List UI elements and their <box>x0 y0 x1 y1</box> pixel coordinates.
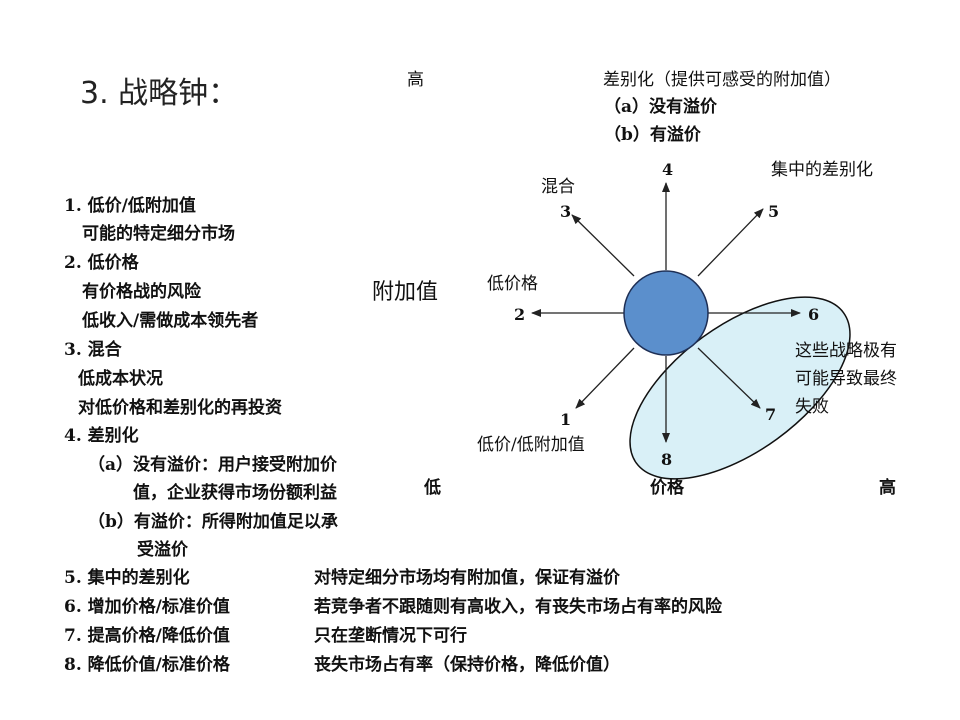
strategy-2-desc-1: 有价格战的风险 <box>82 282 201 302</box>
strategy-2-desc-2: 低收入/需做成本领先者 <box>82 311 259 331</box>
axis-low-label: 低 <box>424 478 441 498</box>
strategy-1-desc: 可能的特定细分市场 <box>82 224 235 244</box>
clock-number-5: 5 <box>768 202 780 221</box>
row-8-left: 8. 降低价值/标准价格 <box>64 655 230 675</box>
differentiation-b: （b）有溢价 <box>604 125 701 145</box>
arrow-5 <box>697 208 764 277</box>
label-low-price-low-value: 低价/低附加值 <box>477 435 585 455</box>
strategy-4-desc-a1: （a）没有溢价：用户接受附加价 <box>88 455 338 475</box>
clock-number-1: 1 <box>560 410 572 429</box>
row-5-left: 5. 集中的差别化 <box>64 568 190 588</box>
strategy-3-desc-2: 对低价格和差别化的再投资 <box>78 398 282 418</box>
strategy-4-desc-b2: 受溢价 <box>137 540 188 560</box>
clock-number-7: 7 <box>765 405 777 424</box>
clock-number-2: 2 <box>514 305 526 324</box>
axis-high-label: 高 <box>879 478 896 498</box>
value-axis-label: 附加值 <box>372 280 439 305</box>
strategy-3-desc-1: 低成本状况 <box>78 369 163 389</box>
page-title: 3. 战略钟： <box>80 76 239 111</box>
top-high-label: 高 <box>407 70 424 90</box>
strategy-1-title: 1. 低价/低附加值 <box>64 196 196 216</box>
price-axis-label: 价格 <box>650 478 684 498</box>
label-low-price: 低价格 <box>487 274 538 294</box>
row-5-right: 对特定细分市场均有附加值，保证有溢价 <box>314 568 620 588</box>
arrow-1 <box>575 347 635 409</box>
clock-number-8: 8 <box>661 450 673 469</box>
failure-note-line-2: 可能导致最终 <box>795 369 897 389</box>
strategy-4-desc-b1: （b）有溢价：所得附加值足以承 <box>88 512 338 532</box>
row-7-left: 7. 提高价格/降低价值 <box>64 626 230 646</box>
clock-number-4: 4 <box>662 160 674 179</box>
row-7-right: 只在垄断情况下可行 <box>314 626 467 646</box>
failure-note-line-3: 失败 <box>795 397 829 417</box>
label-mix: 混合 <box>541 177 575 197</box>
strategy-2-title: 2. 低价格 <box>64 253 139 273</box>
label-focused-differentiation: 集中的差别化 <box>771 160 873 180</box>
row-6-left: 6. 增加价格/标准价值 <box>64 597 230 617</box>
differentiation-heading: 差别化（提供可感受的附加值） <box>603 70 841 90</box>
arrow-3 <box>571 214 635 277</box>
row-6-right: 若竞争者不跟随则有高收入，有丧失市场占有率的风险 <box>314 597 722 617</box>
clock-number-6: 6 <box>808 305 820 324</box>
strategy-3-title: 3. 混合 <box>64 340 122 360</box>
arrow-7 <box>697 347 761 409</box>
differentiation-a: （a）没有溢价 <box>604 97 718 117</box>
strategy-4-desc-a2: 值，企业获得市场份额利益 <box>133 483 337 503</box>
clock-center-circle <box>623 270 709 356</box>
strategy-4-title: 4. 差别化 <box>64 426 139 446</box>
failure-note-line-1: 这些战略极有 <box>795 341 897 361</box>
row-8-right: 丧失市场占有率（保持价格，降低价值） <box>314 655 620 675</box>
clock-number-3: 3 <box>560 202 572 221</box>
